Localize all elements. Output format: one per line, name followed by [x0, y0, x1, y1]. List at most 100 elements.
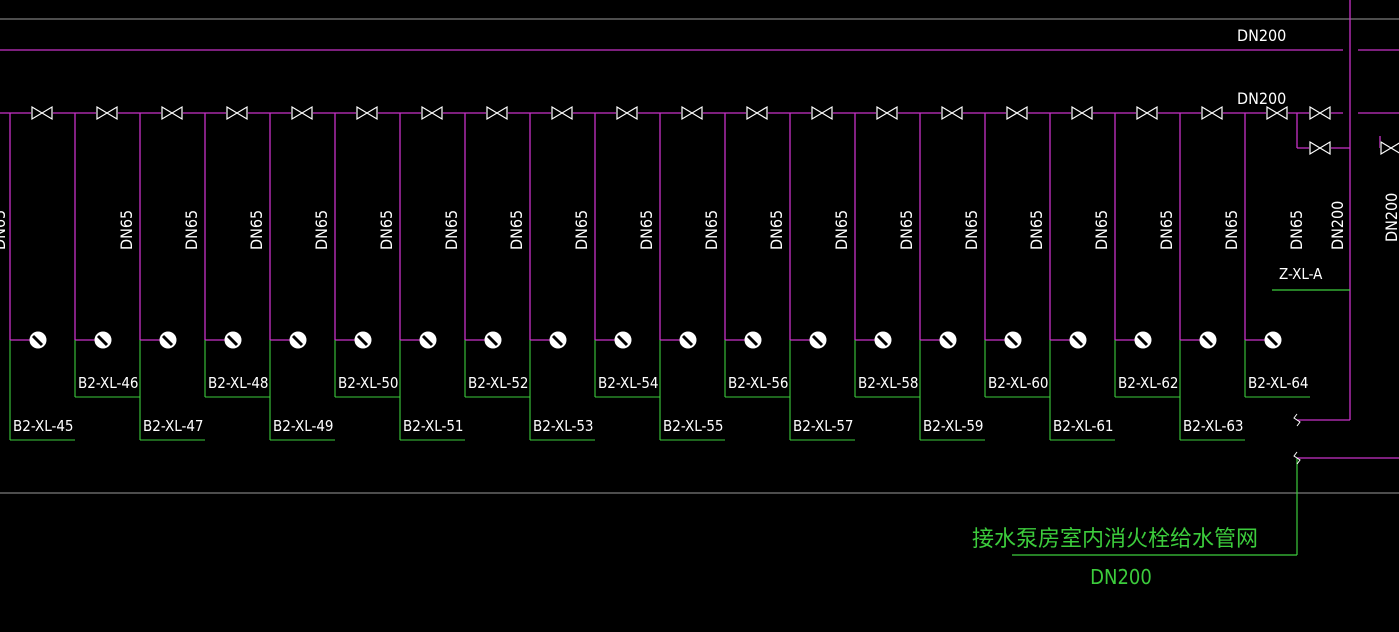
fire-hydrant-icon — [1199, 331, 1217, 349]
riser-tag-label: B2-XL-48 — [208, 374, 269, 392]
gate-valve-icon — [486, 105, 508, 121]
fire-hydrant-icon — [874, 331, 892, 349]
gate-valve-icon — [161, 105, 183, 121]
gate-valve-icon — [226, 105, 248, 121]
diagram-frame — [0, 18, 1399, 494]
riser-size-label: DN65 — [1092, 210, 1111, 250]
riser-size-label: DN65 — [1287, 210, 1306, 250]
riser-group: B2-XL-45DN65B2-XL-46DN65B2-XL-47DN65B2-X… — [9, 113, 1310, 441]
riser-tag-label: B2-XL-46 — [78, 374, 139, 392]
valve-group — [31, 105, 1399, 156]
riser-size-label: DN65 — [117, 210, 136, 250]
fire-hydrant-icon — [1264, 331, 1282, 349]
fire-hydrant-icon — [159, 331, 177, 349]
right-partial-size-label: DN200 — [1382, 193, 1399, 242]
riser-size-label: DN65 — [182, 210, 201, 250]
riser-size-label: DN65 — [832, 210, 851, 250]
riser-tag-label: B2-XL-50 — [338, 374, 399, 392]
gate-valve-icon — [811, 105, 833, 121]
riser-tag-label: B2-XL-54 — [598, 374, 659, 392]
gate-valve-icon — [616, 105, 638, 121]
riser-size-label: DN65 — [572, 210, 591, 250]
fire-hydrant-icon — [939, 331, 957, 349]
riser-tag-label: B2-XL-56 — [728, 374, 789, 392]
gate-valve-icon — [1071, 105, 1093, 121]
riser-size-label: DN65 — [1222, 210, 1241, 250]
fire-hydrant-icon — [809, 331, 827, 349]
riser-size-label: DN65 — [962, 210, 981, 250]
connection-size-label: DN200 — [1090, 565, 1152, 589]
gate-valve-icon — [1201, 105, 1223, 121]
riser-size-label: DN65 — [442, 210, 461, 250]
fire-hydrant-icon — [224, 331, 242, 349]
fire-hydrant-icon — [29, 331, 47, 349]
riser-size-label: DN65 — [312, 210, 331, 250]
gate-valve-icon — [1266, 105, 1288, 121]
riser-size-label: DN65 — [897, 210, 916, 250]
gate-valve-icon — [1006, 105, 1028, 121]
riser-size-label: DN65 — [377, 210, 396, 250]
riser-tag-label: B2-XL-53 — [533, 417, 594, 435]
riser-tag-label: B2-XL-55 — [663, 417, 724, 435]
fire-hydrant-icon — [1004, 331, 1022, 349]
left-partial-riser-size-label: DN65 — [0, 210, 9, 250]
gate-valve-icon — [551, 105, 573, 121]
fire-hydrant-icon — [1069, 331, 1087, 349]
riser-tag-label: B2-XL-60 — [988, 374, 1049, 392]
riser-tag-label: B2-XL-62 — [1118, 374, 1179, 392]
top-pipe-size-label: DN200 — [1237, 26, 1286, 45]
riser-tag-label: B2-XL-52 — [468, 374, 529, 392]
fire-hydrant-icon — [614, 331, 632, 349]
fire-hydrant-icon — [679, 331, 697, 349]
fire-hydrant-icon — [744, 331, 762, 349]
gate-valve-icon — [96, 105, 118, 121]
gate-valve-icon — [31, 105, 53, 121]
riser-size-label: DN65 — [507, 210, 526, 250]
connection-note: 接水泵房室内消火栓给水管网 DN200 — [972, 289, 1350, 589]
gate-valve-icon — [1309, 140, 1331, 156]
gate-valve-icon — [941, 105, 963, 121]
riser-size-label: DN65 — [637, 210, 656, 250]
gate-valve-icon — [1136, 105, 1158, 121]
riser-tag-label: B2-XL-61 — [1053, 417, 1114, 435]
fire-hydrant-icon — [1134, 331, 1152, 349]
connection-note-text: 接水泵房室内消火栓给水管网 — [972, 527, 1258, 552]
riser-tag-label: B2-XL-63 — [1183, 417, 1244, 435]
gate-valve-icon — [746, 105, 768, 121]
pipe-break-icon — [1293, 413, 1301, 465]
riser-tag-label: B2-XL-58 — [858, 374, 919, 392]
riser-size-label: DN65 — [1027, 210, 1046, 250]
riser-tag-label: B2-XL-64 — [1248, 374, 1309, 392]
fire-hydrant-icon — [419, 331, 437, 349]
fire-hydrant-icon — [354, 331, 372, 349]
riser-size-label: DN65 — [247, 210, 266, 250]
riser-size-label: DN65 — [1157, 210, 1176, 250]
riser-tag-label: B2-XL-49 — [273, 417, 334, 435]
gate-valve-icon — [421, 105, 443, 121]
fire-hydrant-icon — [549, 331, 567, 349]
riser: B2-XL-45 — [9, 113, 75, 441]
gate-valve-icon — [291, 105, 313, 121]
fire-hydrant-icon — [94, 331, 112, 349]
right-riser-size-label: DN200 — [1328, 201, 1347, 250]
header-pipe-size-label: DN200 — [1237, 89, 1286, 108]
